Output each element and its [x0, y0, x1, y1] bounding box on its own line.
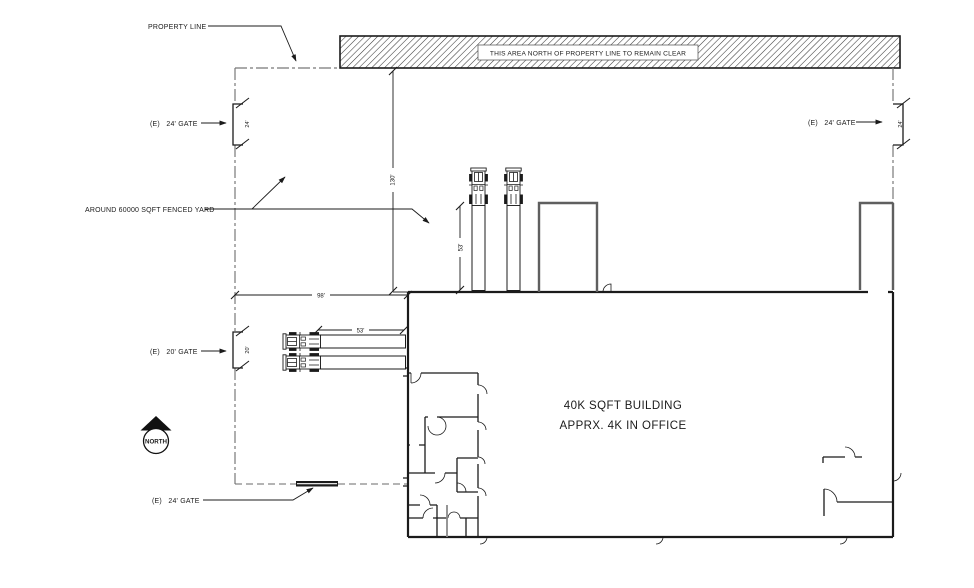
dim-truck-column: 53' [455, 201, 465, 295]
gate-dim-label: 24' [898, 120, 904, 127]
truck-icon [282, 331, 406, 352]
building-label-line1: 40K SQFT BUILDING [564, 400, 682, 412]
gate-24-right-symbol: 24' [893, 97, 911, 150]
building-outline [406, 290, 895, 539]
dim-yard-depth: 130' [387, 66, 398, 296]
dim-label: 53' [459, 244, 465, 252]
fenced-yard-leader-branch [251, 176, 286, 210]
truck-icon [282, 352, 406, 373]
fenced-yard-label: AROUND 60000 SQFT FENCED YARD [85, 207, 215, 214]
gate-symbols: 24' 20' 24' [232, 97, 911, 487]
fenced-yard-leader [205, 208, 430, 224]
north-arrow-circle [142, 427, 170, 455]
loading-bays [537, 201, 895, 292]
trucks [282, 167, 524, 373]
dimension-lines: 130' 98' 53' 53' [230, 66, 465, 335]
building: 40K SQFT BUILDING APPRX. 4K IN OFFICE [393, 201, 902, 545]
gate-24-bottom-symbol [296, 481, 338, 487]
north-arrow: NORTH [140, 416, 172, 455]
truck-icon [503, 167, 524, 291]
gate-24-bottom-label: (E) 24' GATE [152, 498, 200, 505]
door-swings [410, 283, 902, 545]
keep-clear-note: THIS AREA NORTH OF PROPERTY LINE TO REMA… [490, 51, 686, 58]
building-label-line2: APPRX. 4K IN OFFICE [559, 420, 686, 432]
property-fence-line [234, 67, 894, 484]
dim-label: 98' [317, 294, 325, 300]
gate-24-bottom-leader [203, 487, 314, 501]
gate-20-left-symbol: 20' [232, 325, 251, 372]
annotations: PROPERTY LINE AROUND 60000 SQFT FENCED Y… [85, 24, 883, 505]
north-arrow-triangle [140, 416, 172, 431]
keep-clear-hatch-band: THIS AREA NORTH OF PROPERTY LINE TO REMA… [339, 35, 901, 69]
note-box [477, 44, 699, 61]
north-label: NORTH [145, 439, 168, 446]
gate-24-left-label: (E) 24' GATE [150, 121, 198, 128]
office-partition-walls [403, 367, 893, 537]
dim-label: 53' [357, 329, 365, 335]
dim-label: 130' [391, 174, 397, 185]
gate-dim-label: 20' [245, 346, 251, 353]
property-line-label: PROPERTY LINE [148, 24, 206, 31]
dim-yard-width: 98' [230, 290, 413, 300]
fence-lines [234, 67, 894, 485]
truck-icon [468, 167, 489, 291]
property-line-leader [208, 25, 297, 62]
gate-24-left-symbol: 24' [232, 97, 251, 150]
gate-dim-label: 24' [245, 120, 251, 127]
dim-truck-row: 53' [313, 325, 409, 335]
gate-20-left-label: (E) 20' GATE [150, 349, 198, 356]
gate-24-right-label: (E) 24' GATE [808, 120, 856, 127]
